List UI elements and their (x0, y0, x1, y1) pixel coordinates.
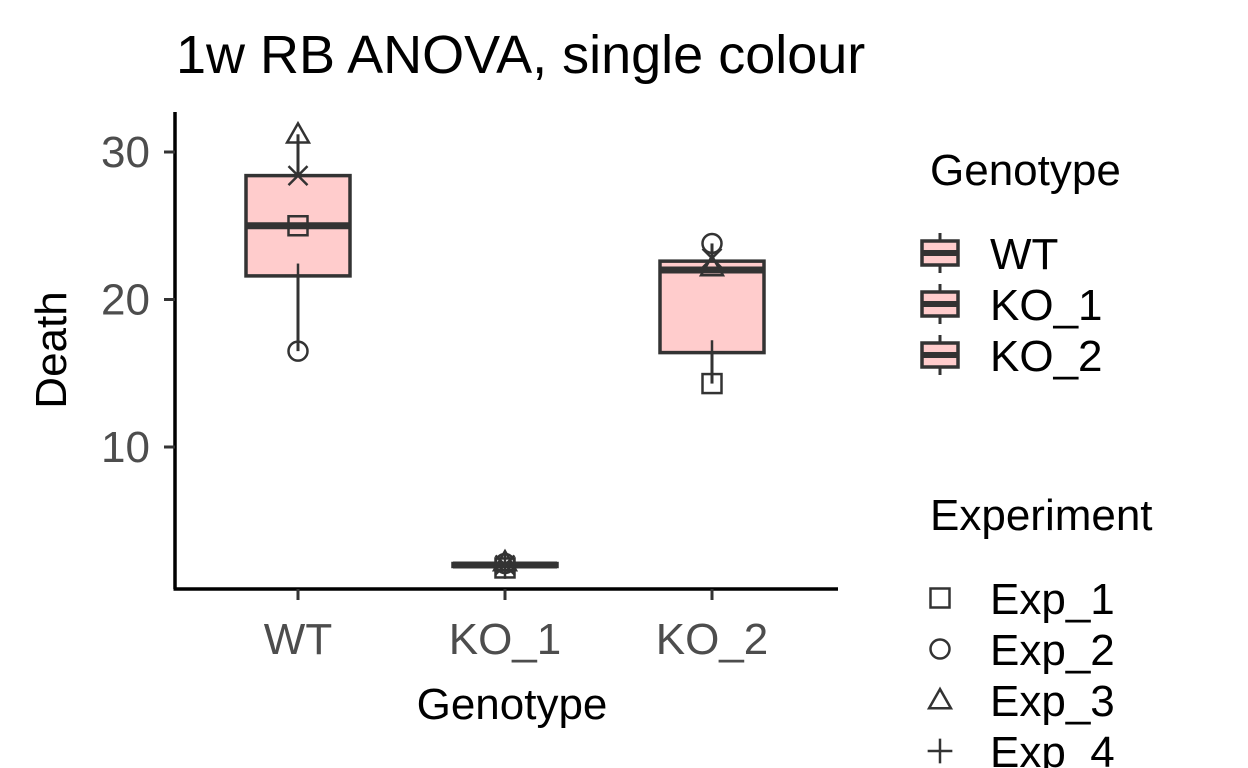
point-wt-exp5 (287, 165, 309, 186)
legend-experiment-label-exp2: Exp_2 (990, 626, 1115, 675)
legend: GenotypeWTKO_1KO_2ExperimentExp_1Exp_2Ex… (920, 146, 1153, 768)
legend-experiment-label-exp4: Exp_4 (990, 728, 1115, 768)
point-wt-exp5-b (287, 165, 309, 186)
legend-genotype-key-ko2 (920, 335, 960, 375)
legend-genotype-title: Genotype (930, 146, 1121, 195)
y-tick-label-30: 30 (101, 128, 150, 177)
legend-genotype-key-ko1 (920, 284, 960, 324)
y-tick-label-20: 20 (101, 276, 150, 325)
point-wt-exp2 (287, 340, 309, 362)
x-tick-label-wt: WT (264, 615, 332, 664)
legend-genotype-label-ko1: KO_1 (990, 281, 1103, 330)
y-axis-label: Death (27, 291, 76, 408)
x-tick-label-ko2: KO_2 (656, 615, 769, 664)
point-wt-exp4 (285, 263, 311, 289)
legend-genotype-label-ko2: KO_2 (990, 332, 1103, 381)
legend-experiment-label-exp3: Exp_3 (990, 677, 1115, 726)
point-ko2-exp2 (701, 232, 723, 255)
x-tick-label-ko1: KO_1 (449, 615, 562, 664)
point-ko2-exp4 (699, 340, 725, 365)
legend-genotype-label-wt: WT (990, 230, 1058, 279)
plot-area (244, 120, 766, 579)
point-ko2-exp5 (701, 247, 723, 269)
point-ko2-exp3 (698, 253, 726, 277)
chart-title: 1w RB ANOVA, single colour (176, 25, 865, 85)
point-wt-exp1 (287, 215, 309, 237)
y-tick-label-10: 10 (101, 423, 150, 472)
point-ko1-exp5-b (494, 554, 516, 576)
point-ko1-exp5 (494, 554, 516, 576)
legend-experiment-key-exp3 (926, 686, 954, 710)
legend-experiment-key-exp1 (929, 587, 951, 609)
point-ko2-exp5-b (701, 247, 723, 269)
legend-experiment-key-exp2 (929, 638, 951, 660)
point-ko2-exp1 (701, 372, 723, 395)
legend-genotype-key-wt (920, 233, 960, 273)
legend-experiment-title: Experiment (930, 491, 1153, 540)
legend-experiment-label-exp1: Exp_1 (990, 575, 1115, 624)
point-wt-exp3 (284, 120, 312, 144)
x-axis-label: Genotype (417, 680, 608, 729)
legend-experiment-key-exp4 (927, 738, 953, 764)
